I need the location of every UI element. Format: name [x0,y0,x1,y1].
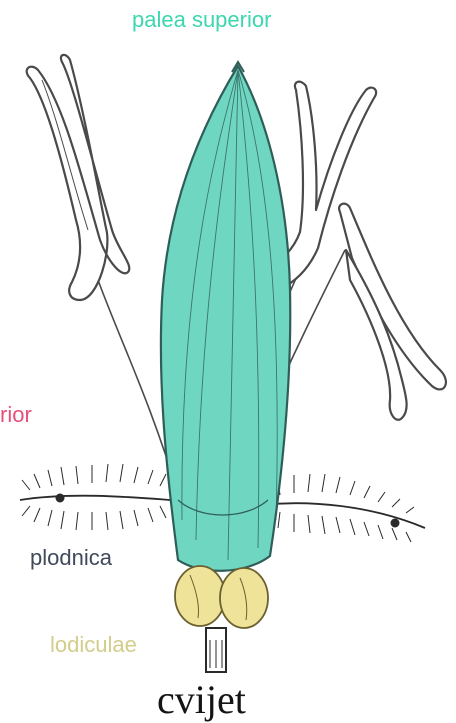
partial-label: rior [0,402,32,428]
left-stigma [20,464,170,530]
right-stigma [260,474,425,542]
lodiculae-label: lodiculae [50,632,137,658]
diagram-title: cvijet [157,676,246,723]
palea-superior-shape [161,62,290,571]
left-anther [27,55,130,300]
lodicules [175,566,268,628]
flower-base [206,628,226,672]
palea-superior-label: palea superior [132,7,271,33]
plodnica-label: plodnica [30,545,112,571]
